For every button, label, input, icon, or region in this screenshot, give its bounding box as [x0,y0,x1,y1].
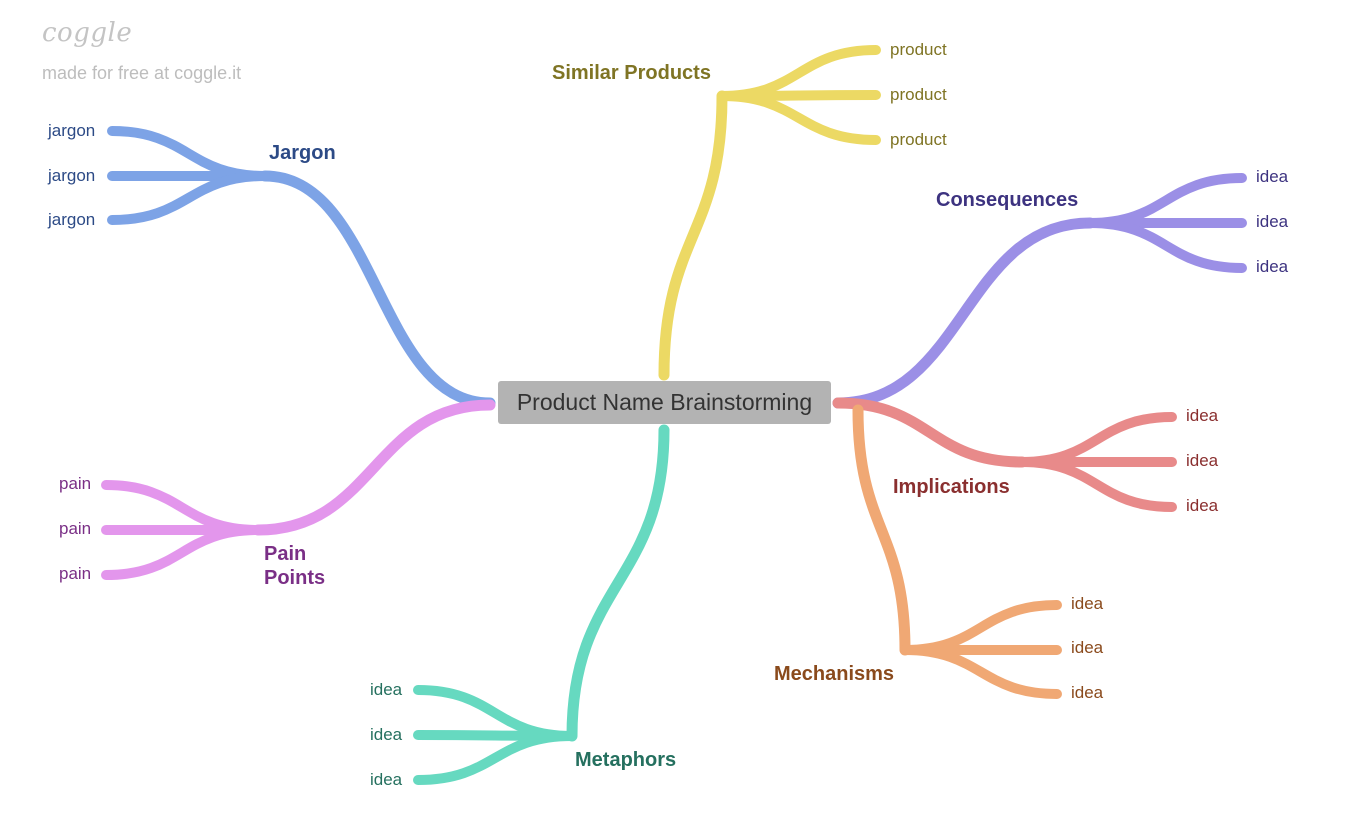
leaf-implications-2[interactable]: idea [1186,451,1219,470]
edge-implications-leaf-1 [1017,412,1177,467]
watermark-text: made for free at coggle.it [42,63,242,83]
edge-root-implications [832,397,1028,468]
edge-metaphors-leaf-1 [413,685,577,741]
leaf-implications-3[interactable]: idea [1186,496,1219,515]
edge-mechanisms-leaf-3 [900,645,1062,699]
leaf-jargon-2[interactable]: jargon [48,166,96,185]
leaf-pain-1[interactable]: pain [59,474,92,493]
leaf-consequences-2[interactable]: idea [1256,212,1289,231]
leaf-product-2[interactable]: product [890,85,947,104]
branch-label-implications[interactable]: Implications [893,476,1010,498]
edge-consequences-leaf-3 [1085,218,1247,273]
leaf-jargon-3[interactable]: jargon [48,210,96,229]
leaf-product-1[interactable]: product [890,40,947,59]
branch-label-consequences[interactable]: Consequences [936,189,1079,211]
edge-root-painpoints [252,399,496,536]
root-node-label: Product Name Brainstorming [516,389,813,415]
edge-metaphors-leaf-3 [413,731,577,785]
coggle-logo: coggle [42,18,133,48]
leaf-pain-2[interactable]: pain [59,519,92,538]
mindmap-edges [101,45,1247,785]
branch-label-jargon[interactable]: Jargon [269,142,336,164]
branch-label-mechanisms[interactable]: Mechanisms [774,663,895,685]
edge-root-mechanisms [852,404,911,656]
edge-root-metaphors [566,424,670,742]
edge-painpoints-leaf-3 [101,525,263,580]
leaf-implications-1[interactable]: idea [1186,406,1219,425]
leaf-consequences-3[interactable]: idea [1256,257,1289,276]
edge-root-similar [658,90,728,381]
branch-label-pain-points[interactable]: Pain Points [264,543,326,589]
edge-root-jargon [259,170,496,409]
edge-root-consequences [832,217,1096,409]
edge-jargon-leaf-1 [107,126,270,181]
leaf-metaphors-2[interactable]: idea [370,725,403,744]
edge-implications-leaf-3 [1017,457,1177,512]
edge-mechanisms-leaf-1 [900,600,1062,655]
leaf-metaphors-3[interactable]: idea [370,770,403,789]
edge-jargon-leaf-3 [107,171,270,225]
edge-painpoints-leaf-1 [101,480,263,535]
leaf-metaphors-1[interactable]: idea [370,680,403,699]
edge-similar-leaf-3 [717,91,881,145]
branch-label-similar-products[interactable]: Similar Products [552,62,711,84]
root-node[interactable]: Product Name Brainstorming [498,381,831,424]
leaf-product-3[interactable]: product [890,130,947,149]
edge-similar-leaf-1 [717,45,881,101]
branch-label-metaphors[interactable]: Metaphors [575,749,677,771]
leaf-pain-3[interactable]: pain [59,564,92,583]
leaf-mechanisms-3[interactable]: idea [1071,683,1104,702]
leaf-jargon-1[interactable]: jargon [48,121,96,140]
leaf-mechanisms-1[interactable]: idea [1071,594,1104,613]
leaf-consequences-1[interactable]: idea [1256,167,1289,186]
edge-consequences-leaf-1 [1085,173,1247,228]
leaf-mechanisms-2[interactable]: idea [1071,638,1104,657]
